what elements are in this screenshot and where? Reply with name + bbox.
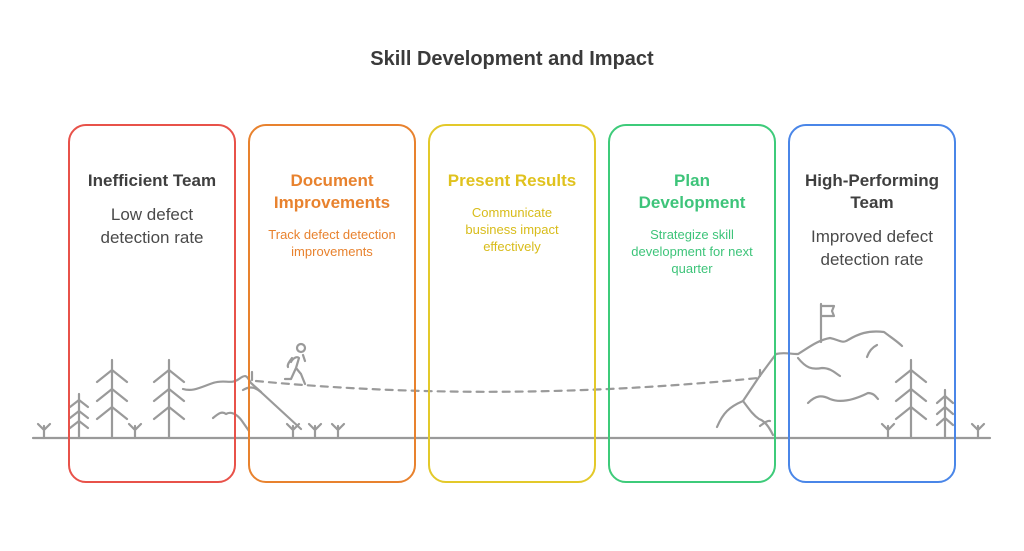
- small-tree-icon: [935, 388, 955, 440]
- stage-description: Strategize skill development for next qu…: [631, 227, 753, 276]
- small-tree-icon: [68, 392, 90, 440]
- stage-title: Document Improvements: [273, 171, 391, 212]
- stage-card-document-improvements: Document Improvements Track defect detec…: [248, 124, 416, 483]
- grass-icon: [36, 422, 986, 440]
- stage-card-plan-development: Plan Development Strategize skill develo…: [608, 124, 776, 483]
- mountain-icon: [715, 302, 904, 437]
- tree-icon: [894, 358, 928, 440]
- diagram-title: Skill Development and Impact: [370, 48, 654, 70]
- stage-card-high-performing-team: High-Performing Team Improved defect det…: [788, 124, 956, 483]
- hill-icon: [181, 370, 303, 433]
- stage-card-inefficient-team: Inefficient Team Low defect detection ra…: [68, 124, 236, 483]
- stage-description: Improved defect detection rate: [811, 227, 933, 269]
- dashed-path: [254, 376, 760, 393]
- stage-title: High-Performing Team: [804, 171, 940, 212]
- stage-card-present-results: Present Results Communicate business imp…: [428, 124, 596, 483]
- stage-description: Communicate business impact effectively: [465, 205, 559, 254]
- hiker-icon: [283, 342, 307, 386]
- stage-title: Present Results: [447, 171, 577, 190]
- stage-title: Inefficient Team: [87, 171, 217, 190]
- stage-description: Low defect detection rate: [100, 205, 204, 247]
- stage-description: Track defect detection improvements: [268, 227, 396, 259]
- tree-icon: [152, 358, 186, 440]
- tree-icon: [95, 358, 129, 440]
- stage-title: Plan Development: [638, 171, 746, 212]
